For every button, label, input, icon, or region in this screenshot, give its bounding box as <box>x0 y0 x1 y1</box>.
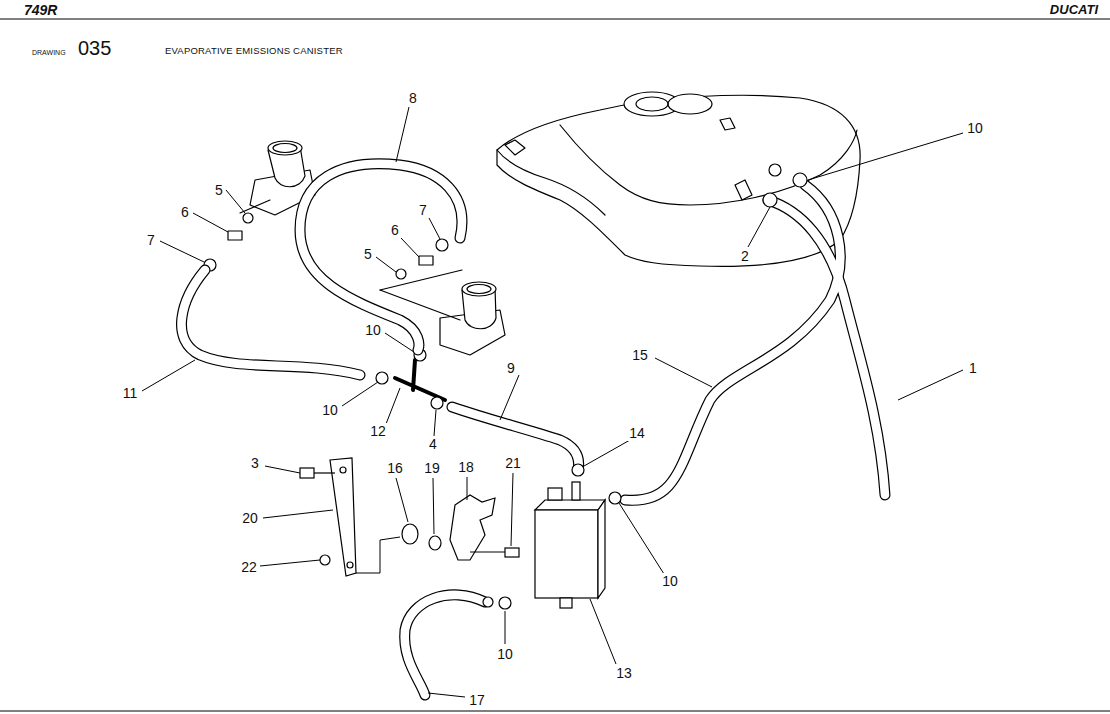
brand-name: DUCATI <box>1050 3 1098 16</box>
drawing-word: DRAWING <box>32 49 66 56</box>
callout-number: 16 <box>385 460 405 476</box>
callout-number: 3 <box>249 455 261 471</box>
callout-number: 10 <box>363 322 383 338</box>
callout-number: 10 <box>495 646 515 662</box>
callout-number: 7 <box>417 202 429 218</box>
callout-number: 20 <box>240 510 260 526</box>
callout-number: 15 <box>630 347 650 363</box>
callout-number: 11 <box>121 385 140 401</box>
callout-number: 10 <box>320 402 340 418</box>
callout-number: 6 <box>179 204 191 220</box>
callout-number: 5 <box>213 182 225 198</box>
model-name: 749R <box>24 3 57 17</box>
callout-number: 2 <box>739 248 751 264</box>
drawing-number: 035 <box>78 38 111 58</box>
callout-number: 10 <box>660 573 680 589</box>
callout-number: 22 <box>239 559 259 575</box>
callout-number: 13 <box>614 665 634 681</box>
callout-number: 10 <box>965 120 985 136</box>
callout-number: 14 <box>627 425 647 441</box>
callout-number: 5 <box>362 246 374 262</box>
callout-number: 17 <box>467 692 487 708</box>
callout-number: 8 <box>407 90 419 106</box>
callout-number: 4 <box>427 436 439 452</box>
callout-number: 18 <box>456 459 476 475</box>
drawing-title: EVAPORATIVE EMISSIONS CANISTER <box>165 46 343 56</box>
callout-number: 7 <box>145 232 157 248</box>
callout-number: 19 <box>422 460 442 476</box>
callout-number: 12 <box>368 423 388 439</box>
callout-number: 9 <box>505 360 517 376</box>
callout-number: 21 <box>503 455 523 471</box>
callout-number: 6 <box>389 222 401 238</box>
callout-number: 1 <box>967 360 979 376</box>
